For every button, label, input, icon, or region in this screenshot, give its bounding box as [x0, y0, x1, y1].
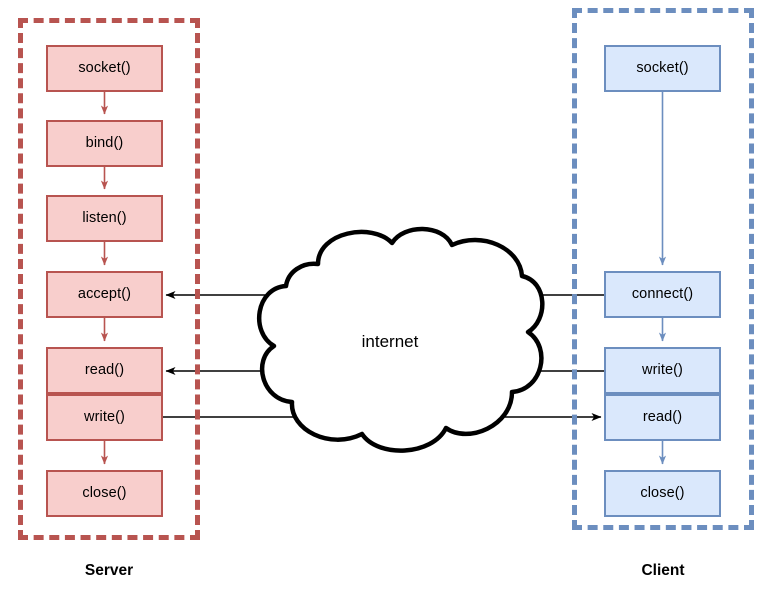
server-node-write[interactable]: write()	[46, 394, 163, 441]
client-node-write[interactable]: write()	[604, 347, 721, 394]
client-node-close[interactable]: close()	[604, 470, 721, 517]
client-caption: Client	[641, 562, 685, 579]
internet-cloud-icon	[257, 226, 545, 453]
internet-label: internet	[361, 332, 419, 351]
server-node-socket[interactable]: socket()	[46, 45, 163, 92]
client-zone-boundary	[572, 8, 754, 530]
server-node-close[interactable]: close()	[46, 470, 163, 517]
server-node-accept[interactable]: accept()	[46, 271, 163, 318]
server-zone-boundary	[18, 18, 200, 540]
server-node-listen[interactable]: listen()	[46, 195, 163, 242]
server-node-bind[interactable]: bind()	[46, 120, 163, 167]
server-node-read[interactable]: read()	[46, 347, 163, 394]
client-node-connect[interactable]: connect()	[604, 271, 721, 318]
client-node-socket[interactable]: socket()	[604, 45, 721, 92]
client-node-read[interactable]: read()	[604, 394, 721, 441]
server-caption: Server	[84, 562, 134, 579]
